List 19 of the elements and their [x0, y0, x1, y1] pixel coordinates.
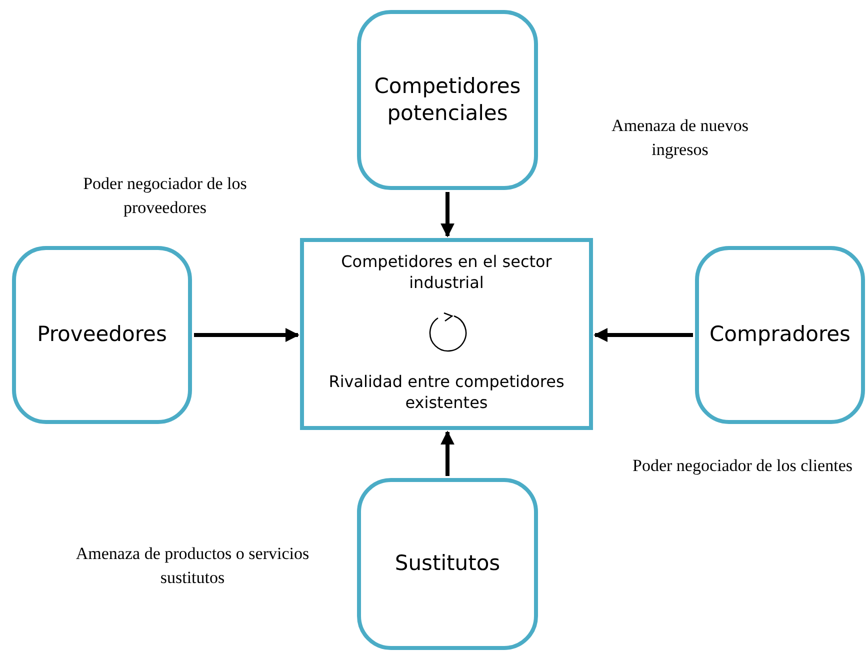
center-box	[300, 238, 593, 430]
arrow	[440, 192, 454, 238]
force-label: Amenaza de nuevos ingresos	[610, 115, 750, 161]
rounded-box	[357, 10, 538, 190]
arrow	[594, 328, 693, 342]
rounded-box	[12, 246, 192, 424]
node-text: Competidores potenciales	[373, 72, 522, 127]
node-text: Rivalidad entre competidores existentes	[328, 372, 566, 414]
arrow	[440, 430, 454, 476]
node-text: Sustitutos	[394, 550, 500, 578]
force-label: Poder negociador de los proveedores	[82, 173, 248, 219]
node-text: Compradores	[709, 321, 850, 348]
force-label: Poder negociador de los clientes	[632, 455, 854, 477]
rounded-box	[695, 246, 865, 424]
node-text: Proveedores	[37, 321, 167, 348]
node-text: Competidores en el sector industrial	[340, 252, 553, 294]
rounded-box	[357, 478, 538, 650]
arrow	[194, 328, 300, 342]
force-label: Amenaza de productos o servicios sustitutos	[74, 543, 310, 589]
